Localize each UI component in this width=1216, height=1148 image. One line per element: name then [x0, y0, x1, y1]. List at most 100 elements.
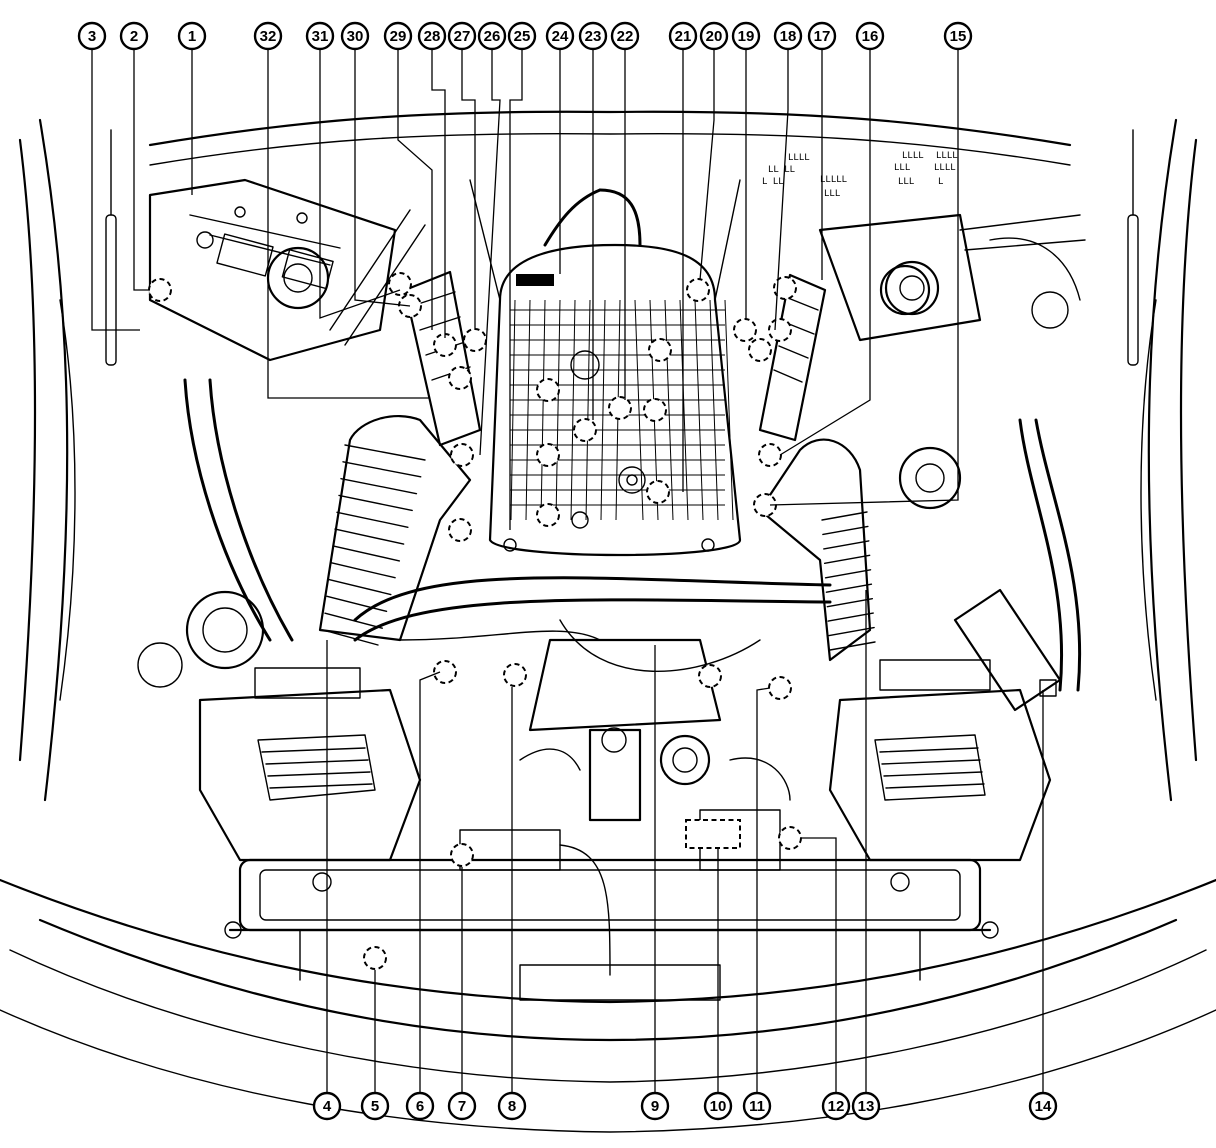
plenum-grid-line [664, 299, 674, 521]
master-cylinder [818, 213, 1086, 342]
duct-rib [336, 511, 409, 528]
component-locators [148, 272, 802, 970]
callout-number-22 [610, 21, 640, 51]
hood-label-fragment: LLLL [936, 151, 958, 161]
hood-label-fragment: LL LL [768, 165, 795, 175]
connector-locator [748, 338, 772, 362]
duct-rib [344, 444, 426, 461]
hood-label-fragment: LLLL [902, 151, 924, 161]
duct-rib [330, 562, 396, 579]
callout-number-29 [383, 21, 413, 51]
callout-label: 2 [130, 28, 138, 45]
leader-line [319, 49, 401, 319]
connector-locator [536, 503, 560, 527]
callout-number-28 [417, 21, 447, 51]
hood-strut-right [1127, 129, 1139, 366]
plenum-grid-line [570, 299, 576, 521]
plenum-grid-line [679, 299, 689, 521]
air-duct-left [318, 415, 472, 646]
ecm-right [953, 588, 1062, 712]
leader-line [756, 687, 771, 1093]
callout-label: 30 [347, 28, 364, 45]
duct-rib [823, 540, 870, 550]
callout-label: 20 [706, 28, 723, 45]
callout-label: 26 [484, 28, 501, 45]
callout-label: 11 [749, 1098, 765, 1115]
connector-locator [686, 278, 710, 302]
callout-label: 9 [651, 1098, 659, 1115]
leader-line [479, 49, 501, 456]
leader-line [431, 49, 446, 338]
callout-label: 27 [454, 28, 471, 45]
callout-label: 16 [862, 28, 879, 45]
connector-locator [758, 443, 782, 467]
leader-line [354, 49, 411, 307]
front-engine [459, 638, 791, 1001]
connector-locator [536, 378, 560, 402]
callout-number-21 [668, 21, 698, 51]
callout-number-20 [699, 21, 729, 51]
callout-number-4 [312, 1091, 342, 1121]
hood-label-fragment: LLLL [934, 163, 956, 173]
connector-locator-box [685, 819, 741, 849]
callout-label: 1 [188, 28, 196, 45]
duct-rib [326, 595, 388, 613]
connector-locator [573, 418, 597, 442]
connector-locator [768, 318, 792, 342]
connector-locator [363, 946, 387, 970]
callout-label: 19 [738, 28, 755, 45]
duct-rib [825, 583, 873, 593]
leader-line [461, 49, 476, 330]
air-cleaner-left [198, 667, 422, 862]
callout-label: 22 [617, 28, 634, 45]
callout-number-18 [773, 21, 803, 51]
callout-number-11 [742, 1091, 772, 1121]
hood-label-fragment: LLL [898, 177, 914, 187]
plenum-grid-line [634, 299, 644, 521]
callout-number-3 [77, 21, 107, 51]
hood-label-fragment: L LL [762, 177, 784, 187]
duct-rib [340, 477, 418, 495]
hood-strut-left [105, 129, 117, 366]
callout-number-2 [119, 21, 149, 51]
callout-label: 10 [710, 1098, 727, 1115]
callout-label: 21 [675, 28, 692, 45]
callout-number-15 [943, 21, 973, 51]
leader-line [769, 49, 959, 506]
callout-label: 25 [514, 28, 531, 45]
connector-locator [463, 328, 487, 352]
plenum-grid-line [600, 299, 606, 521]
radiator-support [224, 858, 999, 981]
callout-number-24 [545, 21, 575, 51]
callout-number-25 [507, 21, 537, 51]
duct-rib [332, 545, 401, 562]
leader-line [509, 49, 523, 530]
callout-number-30 [340, 21, 370, 51]
callout-label: 8 [508, 1098, 516, 1115]
duct-rib [821, 511, 868, 521]
reservoir-left [137, 590, 265, 688]
leader-line [800, 837, 837, 1093]
connector-locator [768, 676, 792, 700]
plenum-grid-line [585, 299, 591, 521]
duct-rib [826, 597, 874, 608]
connector-locator [448, 366, 472, 390]
battery-box [148, 178, 426, 362]
callout-number-7 [447, 1091, 477, 1121]
connector-locator [698, 664, 722, 688]
body-outline [0, 110, 1216, 1133]
callout-number-13 [851, 1091, 881, 1121]
leader-line [779, 49, 871, 456]
leader-line [774, 49, 789, 331]
connector-locator [648, 338, 672, 362]
duct-rib [324, 612, 383, 629]
hood-label-fragment: LLL [894, 163, 910, 173]
leader-line [267, 49, 430, 399]
callout-number-5 [360, 1091, 390, 1121]
callout-label: 7 [458, 1098, 466, 1115]
callout-number-16 [855, 21, 885, 51]
duct-rib [823, 554, 871, 565]
callout-label: 23 [585, 28, 602, 45]
